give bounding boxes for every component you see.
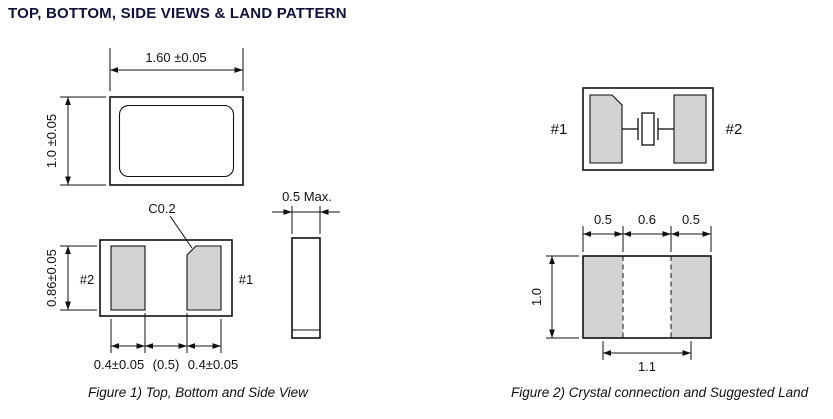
land-height-dim-label: 1.0 <box>529 288 544 306</box>
figure2: #1 #2 0.5 0.6 <box>511 87 809 400</box>
side-view: 0.5 Max. <box>272 189 340 339</box>
land-pattern-view: 0.5 0.6 0.5 1.0 1.1 <box>529 212 712 374</box>
thickness-dim-label: 0.5 Max. <box>282 189 332 204</box>
crystal-element <box>641 112 655 146</box>
land-pad-left <box>583 256 623 338</box>
crystal-connection-pad-1 <box>589 94 623 164</box>
pin1-label: #1 <box>551 121 568 138</box>
page-title: TOP, BOTTOM, SIDE VIEWS & LAND PATTERN <box>8 5 347 22</box>
leader-line <box>169 215 193 249</box>
land-pad-right <box>671 256 711 338</box>
bottom-view-outline <box>99 239 233 317</box>
crystal-symbol <box>622 112 674 146</box>
chamfer-label: C0.2 <box>148 201 175 216</box>
top-view: 1.60 ±0.05 1.0 ±0.05 <box>44 48 244 186</box>
right-pad-width-dim-label: 0.4±0.05 <box>188 357 239 372</box>
left-pad-width-dim-label: 0.4±0.05 <box>94 357 145 372</box>
pin2-label: #2 <box>726 121 743 138</box>
top-view-width-dim-label: 1.60 ±0.05 <box>145 50 206 65</box>
bottom-view-pad-1-chamfered <box>186 245 222 311</box>
land-right-width-dim-label: 0.5 <box>682 212 700 227</box>
pad-height-dim-label: 0.86±0.05 <box>44 249 59 307</box>
crystal-connection-view: #1 #2 <box>551 87 743 171</box>
crystal-connection-outline <box>582 87 714 171</box>
chamfer-callout: C0.2 <box>148 201 193 249</box>
side-view-outline <box>291 237 321 339</box>
figure2-caption: Figure 2) Crystal connection and Suggest… <box>511 385 809 400</box>
crystal-connection-pad-2 <box>673 94 707 164</box>
bottom-view: C0.2 #2 #1 0.86±0.05 <box>44 201 253 372</box>
top-view-width-dimension: 1.60 ±0.05 <box>109 48 244 91</box>
land-pattern-outline <box>582 255 712 339</box>
top-view-height-dimension: 1.0 ±0.05 <box>44 96 106 186</box>
top-view-height-dim-label: 1.0 ±0.05 <box>44 114 59 168</box>
land-pitch-dim-label: 1.1 <box>638 359 656 374</box>
land-left-width-dim-label: 0.5 <box>594 212 612 227</box>
bottom-view-pad-height-dimension: 0.86±0.05 <box>44 245 97 311</box>
bottom-view-pad1-label: #1 <box>239 272 253 287</box>
bottom-view-pad2-label: #2 <box>80 272 94 287</box>
top-view-lid-outline <box>118 104 235 178</box>
top-view-body-outline <box>109 96 244 186</box>
figure1-caption: Figure 1) Top, Bottom and Side View <box>88 385 309 400</box>
side-view-thickness-dimension: 0.5 Max. <box>272 189 340 234</box>
gap-dim-label: (0.5) <box>153 357 180 372</box>
land-pattern-top-dimensions: 0.5 0.6 0.5 <box>582 212 712 252</box>
bottom-view-pad-width-dimensions: 0.4±0.05 (0.5) 0.4±0.05 <box>94 313 239 372</box>
bottom-view-pad-2 <box>110 245 146 311</box>
land-pattern-height-dimension: 1.0 <box>529 255 579 339</box>
land-gap-dim-label: 0.6 <box>638 212 656 227</box>
figure1: 1.60 ±0.05 1.0 ±0.05 C0.2 #2 <box>44 48 340 400</box>
land-pattern-pitch-dimension: 1.1 <box>602 341 692 374</box>
